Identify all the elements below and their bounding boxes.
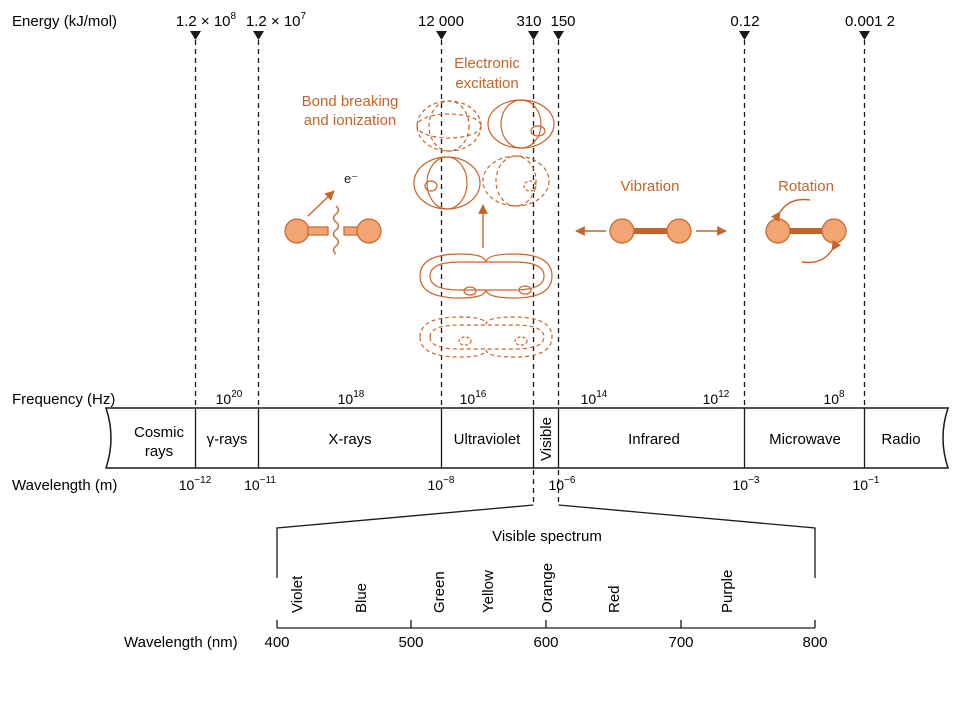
energy-marker-1: 1.2 × 108 [176,11,237,30]
wavelength-m-tick-3: 10−8 [428,475,455,493]
nm-tick-600: 600 [533,634,558,651]
region-cosmic-rays-line2: rays [145,443,173,460]
energy-marker-triangles [190,31,870,40]
region-radio: Radio [881,431,920,448]
nm-axis [276,620,816,629]
visible-spectrum-bracket [276,504,816,578]
nm-tick-500: 500 [398,634,423,651]
energy-marker-4: 310 [516,13,541,30]
frequency-tick-1: 1020 [216,389,243,407]
nm-axis-label: Wavelength (nm) [124,634,238,651]
color-yellow: Yellow [480,570,497,613]
frequency-tick-3: 1016 [460,389,487,407]
electronic-excitation-label-line2: excitation [455,75,518,92]
energy-marker-3: 12 000 [418,13,464,30]
region-ultraviolet: Ultraviolet [454,431,522,448]
region-cosmic-rays-line1: Cosmic [134,424,185,441]
color-green: Green [431,571,448,613]
electronic-excitation-icon [413,99,555,358]
wavelength-m-axis-label: Wavelength (m) [12,477,117,494]
energy-marker-6: 0.12 [730,13,759,30]
vibration-label: Vibration [621,178,680,195]
wavelength-m-tick-1: 10−12 [179,475,212,493]
spectrum-band [104,407,950,469]
electronic-excitation-label-line1: Electronic [454,55,520,72]
visible-spectrum-title: Visible spectrum [492,528,602,545]
wavelength-m-tick-2: 10−11 [244,475,276,493]
wavelength-m-tick-6: 10−1 [853,475,880,493]
frequency-axis-label: Frequency (Hz) [12,391,115,408]
energy-marker-7: 0.001 2 [845,13,895,30]
electron-label: e⁻ [344,171,358,186]
frequency-tick-5: 1012 [703,389,730,407]
bond-breaking-label-line1: Bond breaking [302,93,399,110]
region-microwave: Microwave [769,431,841,448]
color-purple: Purple [719,570,736,613]
bond-breaking-label-line2: and ionization [304,112,397,129]
region-infrared: Infrared [628,431,680,448]
color-red: Red [606,585,623,613]
frequency-tick-4: 1014 [581,389,608,407]
nm-tick-700: 700 [668,634,693,651]
region-visible: Visible [538,417,555,461]
color-blue: Blue [353,583,370,613]
energy-axis-label: Energy (kJ/mol) [12,13,117,30]
frequency-tick-6: 108 [823,389,845,407]
region-x-rays: X-rays [328,431,371,448]
nm-tick-400: 400 [264,634,289,651]
rotation-icon [765,198,847,264]
color-orange: Orange [539,563,556,613]
nm-tick-800: 800 [802,634,827,651]
region-gamma-rays: γ-rays [207,431,248,448]
vibration-icon [575,218,727,244]
color-violet: Violet [289,575,306,613]
rotation-label: Rotation [778,178,834,195]
energy-marker-2: 1.2 × 107 [246,11,307,30]
energy-marker-5: 150 [550,13,575,30]
frequency-tick-2: 1018 [338,389,365,407]
wavelength-m-tick-4: 10−6 [549,475,576,493]
bond-breaking-icon: e⁻ [284,171,382,255]
wavelength-m-tick-5: 10−3 [733,475,760,493]
